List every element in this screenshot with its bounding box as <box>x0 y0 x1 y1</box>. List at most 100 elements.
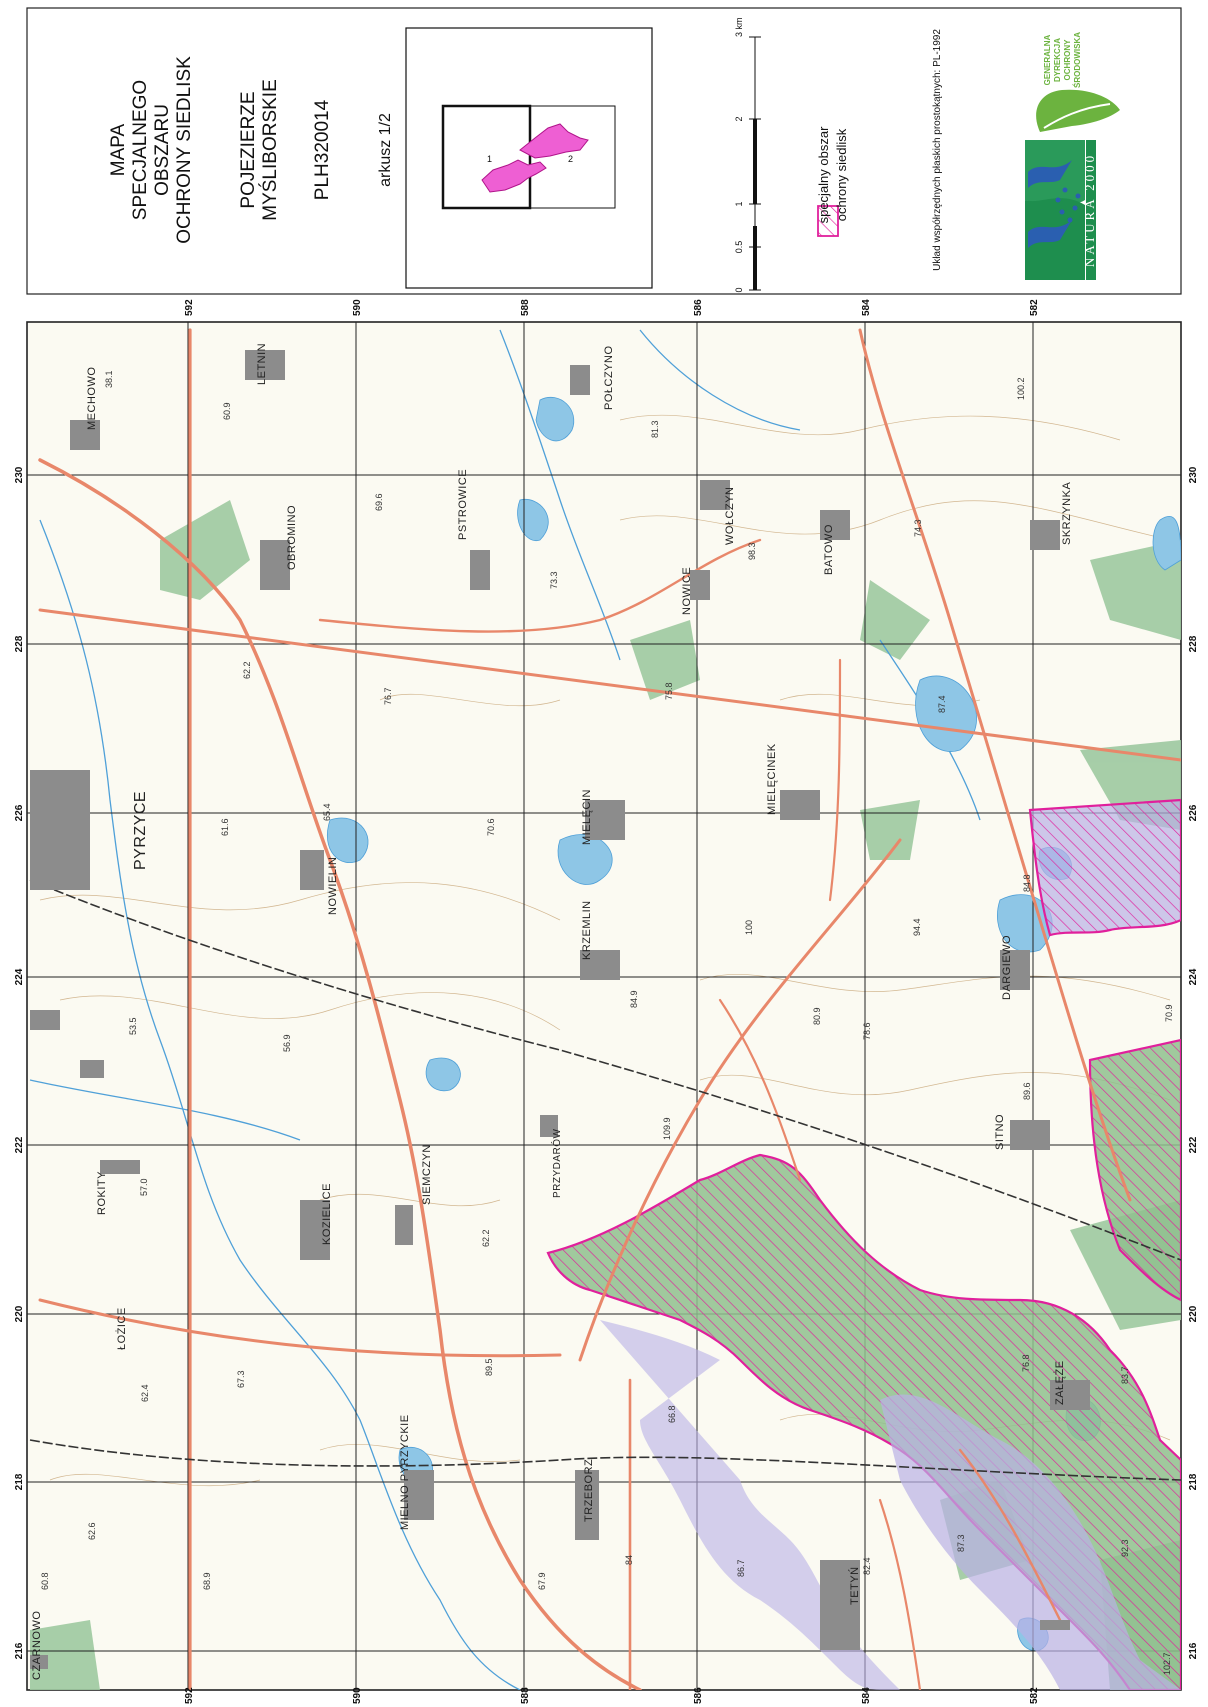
coordinate-system-note: Układ współrzędnych płaskich prostokątny… <box>932 29 943 271</box>
grid-labels: 216 218 220 222 224 226 228 230 216 218 … <box>14 299 1199 1704</box>
elevation-label: 73.3 <box>549 571 559 589</box>
lakes <box>326 397 1181 1652</box>
elevation-label: 57.0 <box>139 1178 149 1196</box>
place-label: MECHOWO <box>86 367 98 430</box>
place-label: SKRZYNKA <box>1061 482 1073 545</box>
elevation-label: 62.4 <box>140 1384 150 1402</box>
settlements <box>30 350 1090 1669</box>
gdos-line-3: OCHRONY <box>1063 39 1072 81</box>
gdos-line-4: ŚRODOWISKA <box>1073 32 1082 88</box>
place-label: TRZEBORZ <box>583 1459 595 1522</box>
place-names: CZARNOWO ŁOŻICE ROKITY KOZIELICE SIEMCZY… <box>31 343 1073 1680</box>
easting-label-right: 222 <box>1188 1136 1199 1153</box>
northing-label: 588 <box>520 299 531 316</box>
legend-text-line-1: specjalny obszar <box>816 126 831 223</box>
place-label: BATOWO <box>823 524 835 575</box>
gdos-logo: GENERALNA DYREKCJA OCHRONY ŚRODOWISKA <box>1036 32 1120 132</box>
elevation-label: 70.6 <box>486 818 496 836</box>
northing-label: 592 <box>184 299 195 316</box>
elevation-label: 53.5 <box>128 1017 138 1035</box>
place-label: SITNO <box>994 1114 1006 1150</box>
elevation-label: 83.7 <box>1120 1366 1130 1384</box>
place-label: PRZYDARÓW <box>550 1128 563 1198</box>
title-line-1: MAPA <box>108 123 129 176</box>
place-label: SIEMCZYN <box>421 1144 433 1205</box>
site-name-line-1: POJEZIERZE <box>238 91 259 208</box>
elevation-label: 78.6 <box>862 1022 872 1040</box>
gdos-line-1: GENERALNA <box>1043 34 1052 85</box>
elevation-label: 67.3 <box>236 1370 246 1388</box>
place-label: NOWICE <box>681 567 693 615</box>
place-label: ŁOŻICE <box>115 1307 128 1350</box>
elevation-label: 84.9 <box>629 990 639 1008</box>
place-label: ZAŁĘŻE <box>1053 1360 1066 1405</box>
gdos-line-2: DYREKCJA <box>1053 38 1062 82</box>
elevation-label: 87.3 <box>956 1534 966 1552</box>
place-label: KOZIELICE <box>321 1183 333 1245</box>
easting-label-right: 224 <box>1188 968 1199 985</box>
scale-tick-3: 3 km <box>734 17 744 37</box>
place-label: ROKITY <box>96 1171 108 1215</box>
place-label: CZARNOWO <box>31 1611 43 1680</box>
easting-label-right: 230 <box>1188 466 1199 483</box>
map-title: MAPA SPECJALNEGO OBSZARU OCHRONY SIEDLIS… <box>108 56 195 244</box>
elevation-label: 60.8 <box>40 1572 50 1590</box>
northing-label-bottom: 588 <box>520 1687 531 1704</box>
elevation-label: 67.9 <box>537 1572 547 1590</box>
roads <box>38 328 1181 1690</box>
northing-label-bottom: 586 <box>693 1687 704 1704</box>
title-line-2: SPECJALNEGO <box>130 80 151 220</box>
easting-label-right: 226 <box>1188 804 1199 821</box>
elevation-label: 65.4 <box>322 803 332 821</box>
elevation-label: 89.6 <box>1022 1082 1032 1100</box>
elevation-label: 89.5 <box>484 1358 494 1376</box>
legend-item-habitat: specjalny obszar ochrony siedlisk <box>816 126 849 237</box>
place-label: KRZEMLIN <box>581 900 593 960</box>
northing-label: 582 <box>1029 299 1040 316</box>
elevation-label: 68.9 <box>202 1572 212 1590</box>
elevation-label: 75.8 <box>664 682 674 700</box>
place-label: WOŁCZYN <box>724 487 736 546</box>
elevation-label: 84.8 <box>1022 874 1032 892</box>
sheet-label: arkusz 1/2 <box>377 113 394 187</box>
place-label: POŁCZYNO <box>603 345 615 410</box>
site-code: PLH320014 <box>312 99 333 200</box>
easting-label: 222 <box>14 1136 25 1153</box>
elevation-label: 92.3 <box>1120 1539 1130 1557</box>
elevation-label: 100.2 <box>1016 377 1026 400</box>
scale-tick-0-5: 0.5 <box>734 241 744 254</box>
easting-label: 230 <box>14 466 25 483</box>
place-label: MIELĘCINEK <box>766 743 778 815</box>
easting-label: 228 <box>14 635 25 652</box>
elevation-label: 62.2 <box>481 1229 491 1247</box>
elevation-label: 100 <box>744 920 754 935</box>
northing-label: 586 <box>693 299 704 316</box>
elevation-label: 81.3 <box>650 420 660 438</box>
easting-label-right: 218 <box>1188 1473 1199 1490</box>
elevation-label: 76.7 <box>383 687 393 705</box>
elevation-label: 94.4 <box>912 918 922 936</box>
easting-label-right: 216 <box>1188 1642 1199 1659</box>
elevation-label: 84 <box>624 1555 634 1565</box>
easting-label: 226 <box>14 804 25 821</box>
northing-label-bottom: 582 <box>1029 1687 1040 1704</box>
place-label: MIELNO PYRZYCKIE <box>399 1414 411 1530</box>
northing-label-bottom: 584 <box>861 1687 872 1704</box>
elevation-label: 38.1 <box>104 370 114 388</box>
scale-tick-1: 1 <box>734 201 744 206</box>
elevation-label: 56.9 <box>282 1034 292 1052</box>
topographic-map: CZARNOWO ŁOŻICE ROKITY KOZIELICE SIEMCZY… <box>14 299 1199 1704</box>
elevation-label: 60.9 <box>222 402 232 420</box>
elevation-label: 87.4 <box>937 695 947 713</box>
elevation-label: 62.2 <box>242 661 252 679</box>
elevation-points: 60.8 62.6 68.9 67.9 62.4 57.0 67.3 89.5 … <box>40 370 1174 1675</box>
northing-label: 590 <box>352 299 363 316</box>
elevation-label: 66.8 <box>667 1405 677 1423</box>
title-line-3: OBSZARU <box>152 104 173 196</box>
place-label: TETYŃ <box>848 1566 861 1605</box>
place-label: LETNIN <box>256 343 268 385</box>
elevation-label: 74.3 <box>913 519 923 537</box>
place-label: MIELĘCIN <box>581 789 593 845</box>
elevation-label: 82.4 <box>862 1557 872 1575</box>
